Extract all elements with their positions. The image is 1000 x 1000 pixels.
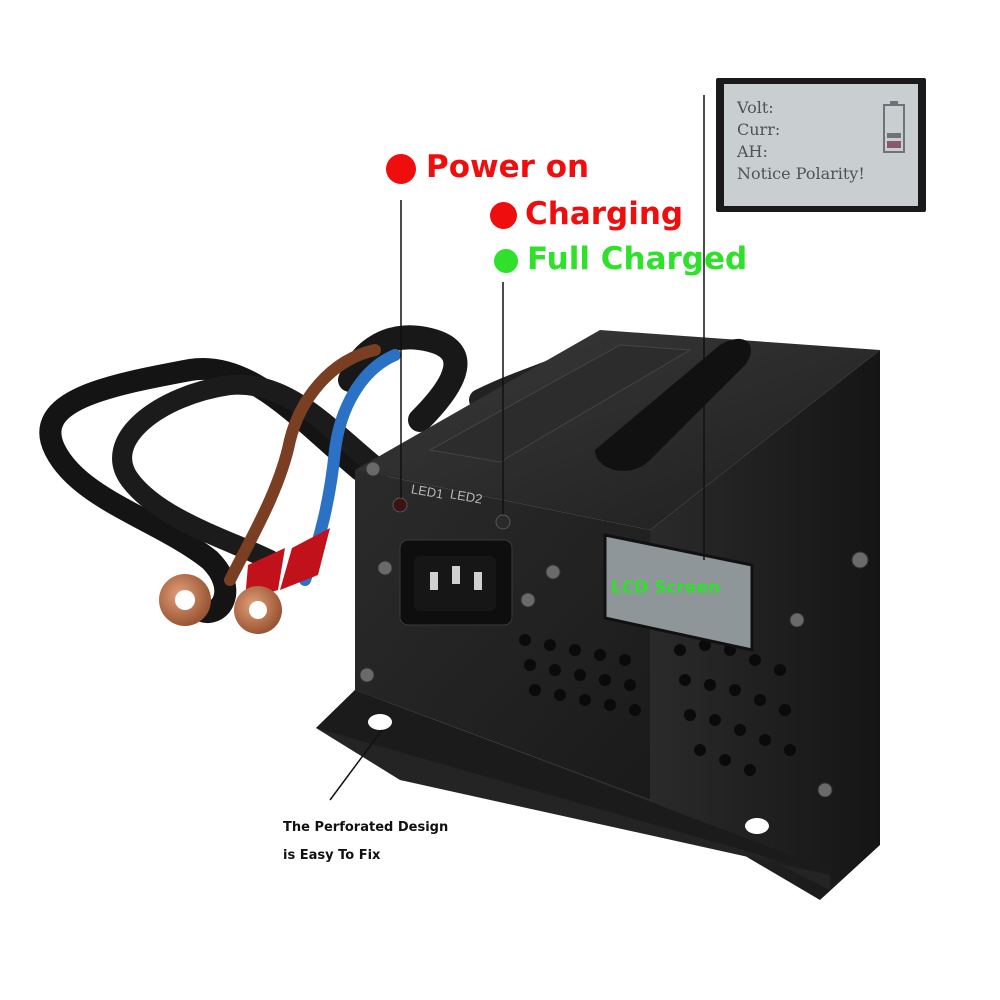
callout-lines <box>329 95 705 801</box>
led1-indicator <box>392 497 408 513</box>
lcd-volt-line: Volt: <box>737 98 774 117</box>
led2-indicator <box>495 514 511 530</box>
brown-wire <box>224 344 381 586</box>
ring-terminals <box>159 574 282 634</box>
power-on-label: Power on <box>386 152 589 184</box>
lcd-notice-line: Notice Polarity! <box>737 164 865 183</box>
vent-holes <box>519 634 796 776</box>
caption-line-2: is Easy To Fix <box>283 848 381 863</box>
charging-label: Charging <box>490 199 683 230</box>
case-side <box>650 350 880 900</box>
green-dot-icon <box>494 248 518 273</box>
red-dot-icon <box>386 153 416 184</box>
red-dot-icon <box>490 202 517 229</box>
lcd-panel: Volt: Curr: AH: Notice Polarity! <box>724 84 918 206</box>
lcd-ah-line: AH: <box>737 142 768 161</box>
case-top <box>355 330 880 530</box>
lcd-curr-line: Curr: <box>737 120 781 139</box>
screws <box>359 461 869 798</box>
mount-hole <box>745 818 769 834</box>
caption-line-1: The Perforated Design <box>283 820 449 835</box>
lcd-inset: Volt: Curr: AH: Notice Polarity! <box>716 78 926 212</box>
carry-handle <box>595 338 751 471</box>
lcd-screen-label: LCD Screen <box>611 578 721 598</box>
mount-hole <box>368 714 392 730</box>
device-lcd-screen <box>603 533 754 652</box>
full-charged-label: Full Charged <box>494 244 747 275</box>
battery-icon <box>883 101 905 153</box>
spec-label <box>428 344 692 463</box>
